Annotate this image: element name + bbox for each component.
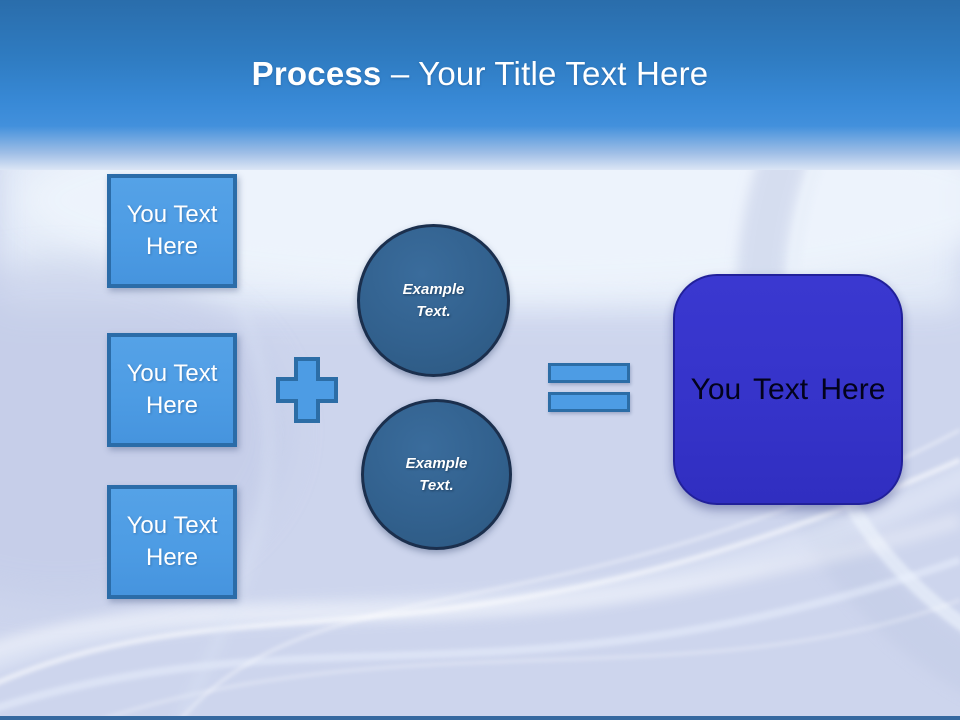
input-box-3: You Text Here xyxy=(107,485,237,599)
example-circle-1: Example Text. xyxy=(357,224,510,377)
example-circle-2: Example Text. xyxy=(361,399,512,550)
equals-icon xyxy=(548,363,630,413)
title-keyword: Process xyxy=(251,55,382,92)
title-bar: Process – Your Title Text Here xyxy=(0,0,960,170)
input-box-2: You Text Here xyxy=(107,333,237,447)
result-box-label: You Text Here xyxy=(690,372,886,406)
input-box-2-label: You Text Here xyxy=(126,360,218,419)
result-box: You Text Here xyxy=(673,274,903,505)
slide-title: Process – Your Title Text Here xyxy=(0,52,960,96)
example-circle-1-label: Example Text. xyxy=(402,280,465,320)
example-circle-2-label: Example Text. xyxy=(405,454,468,494)
input-box-3-label: You Text Here xyxy=(126,512,218,571)
bottom-accent-strip xyxy=(0,716,960,720)
plus-icon xyxy=(275,356,339,424)
input-box-1-label: You Text Here xyxy=(126,201,218,260)
input-box-1: You Text Here xyxy=(107,174,237,288)
equals-bottom-bar xyxy=(548,392,630,412)
equals-top-bar xyxy=(548,363,630,383)
title-subtitle: – Your Title Text Here xyxy=(381,55,709,92)
